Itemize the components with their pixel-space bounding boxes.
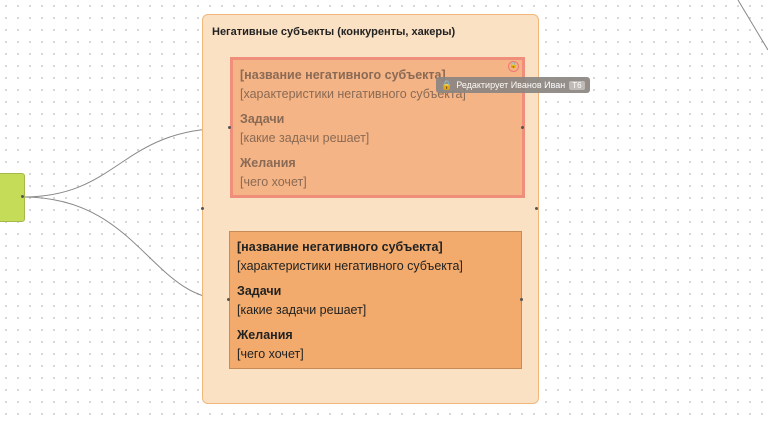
tasks-label: Задачи: [240, 112, 285, 126]
editing-tooltip: 🔒 Редактирует Иванов Иван Т6: [436, 77, 590, 93]
wishes-value: [чего хочет]: [237, 347, 304, 361]
connection-handle[interactable]: [21, 195, 24, 198]
editor-text: Редактирует Иванов Иван: [456, 80, 566, 90]
connection-handle[interactable]: [201, 207, 204, 210]
tasks-label: Задачи: [237, 284, 282, 298]
wishes-value: [чего хочет]: [240, 175, 307, 189]
card-traits: [характеристики негативного субъекта]: [240, 87, 466, 101]
card-traits: [характеристики негативного субъекта]: [237, 259, 463, 273]
lock-icon: 🔒: [441, 79, 453, 90]
lock-icon: 🔒: [508, 61, 519, 72]
editor-badge: Т6: [569, 80, 585, 90]
frame-title: Негативные субъекты (конкуренты, хакеры): [212, 26, 456, 38]
connector-top: [22, 127, 231, 198]
connection-handle[interactable]: [520, 298, 523, 301]
connection-handle[interactable]: [228, 126, 231, 129]
connection-handle[interactable]: [535, 207, 538, 210]
card-name: [название негативного субъекта]: [240, 68, 446, 82]
card-name: [название негативного субъекта]: [237, 240, 443, 254]
wishes-label: Желания: [237, 328, 293, 342]
connection-handle[interactable]: [227, 298, 230, 301]
source-node[interactable]: [0, 173, 25, 222]
tasks-value: [какие задачи решает]: [240, 131, 370, 145]
wishes-label: Желания: [240, 156, 296, 170]
card[interactable]: [название негативного субъекта] [характе…: [229, 231, 522, 369]
corner-line: [737, 0, 768, 51]
connector-bottom: [22, 196, 230, 301]
connection-handle[interactable]: [521, 126, 524, 129]
tasks-value: [какие задачи решает]: [237, 303, 367, 317]
